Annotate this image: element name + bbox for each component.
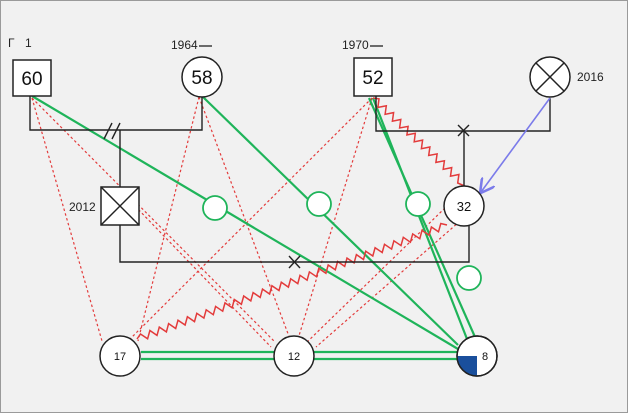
person-32-age: 32 [457, 199, 471, 214]
person-60[interactable]: Γ 1 60 [8, 36, 52, 97]
conflict-relations [136, 97, 468, 341]
relation-bubbles [202, 191, 482, 291]
person-12-age: 12 [288, 351, 300, 363]
person-2012[interactable]: 2012 [69, 186, 140, 226]
person-52-age: 52 [362, 68, 383, 89]
person-2012-year: 2012 [69, 200, 96, 214]
person-8[interactable]: 8 [456, 335, 498, 377]
person-60-year: 1 [25, 36, 32, 50]
person-2016-year: 2016 [577, 70, 604, 84]
person-58-year: 1964 [171, 38, 198, 52]
close-relations [31, 95, 477, 361]
person-60-year-prefix: Γ [8, 36, 15, 50]
relation-bubble [202, 195, 228, 221]
relation-bubble [456, 265, 482, 291]
person-17-age: 17 [114, 351, 126, 363]
influence-arrow [481, 97, 551, 192]
person-12[interactable]: 12 [273, 335, 315, 377]
person-2016[interactable]: 2016 [529, 56, 604, 98]
person-8-age: 8 [482, 351, 488, 363]
person-58[interactable]: 1964 58 [171, 38, 223, 98]
person-58-age: 58 [191, 68, 212, 89]
person-32[interactable]: 32 [443, 185, 485, 227]
relation-bubble [405, 191, 431, 217]
person-52-year: 1970 [342, 38, 369, 52]
family-lines [29, 96, 551, 269]
person-17[interactable]: 17 [99, 335, 141, 377]
person-8-quadrant [457, 356, 477, 376]
person-52[interactable]: 1970 52 [342, 38, 393, 97]
distant-relations [31, 96, 476, 348]
person-60-age: 60 [21, 69, 42, 90]
relation-bubble [306, 191, 332, 217]
